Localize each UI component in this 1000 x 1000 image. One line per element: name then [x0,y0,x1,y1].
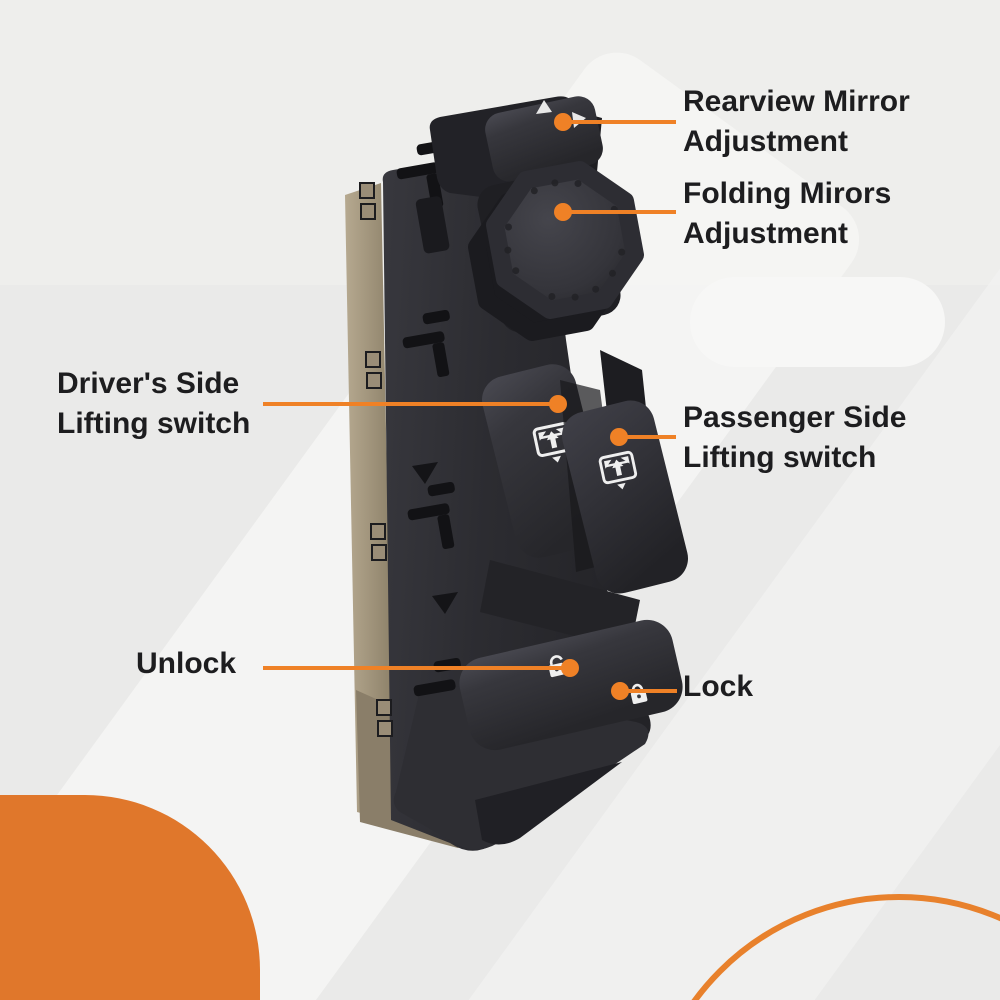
callout-label-lock: Lock [683,670,754,703]
housing-ledge [480,560,640,650]
callout-dot [610,428,628,446]
callout-dot [561,659,579,677]
callout-label-folding-mirrors-adjustment: Folding Mirors Adjustment [683,177,892,250]
callout-label-passenger-side-lifting-switch: Passenger Side Lifting switch [683,401,907,474]
callout-label-drivers-side-lifting-switch: Driver's Side Lifting switch [57,367,251,440]
folding-mirror-knob [468,161,644,341]
callout-label-rearview-mirror-adjustment: Rearview Mirror Adjustment [683,85,910,158]
callout-dot [554,113,572,131]
callout-dot [549,395,567,413]
passenger-window-paddle [560,380,689,594]
callout-lines [263,120,677,693]
background-pill-shape [690,277,945,367]
callout-dot [611,682,629,700]
callout-dot [554,203,572,221]
callout-label-unlock: Unlock [136,647,237,680]
lock-rocker [459,619,683,751]
callout-dots [549,113,629,700]
